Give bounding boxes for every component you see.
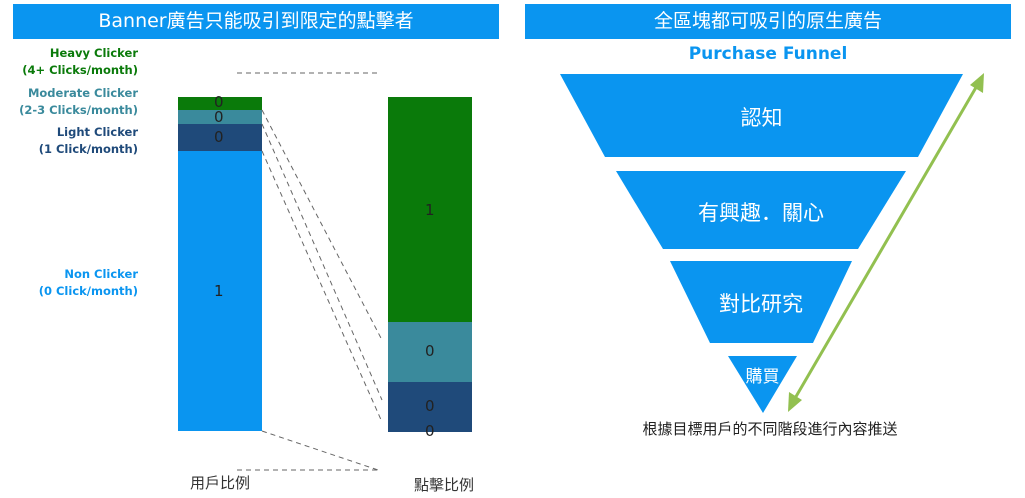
user-bar-light-value: 0 <box>214 128 224 146</box>
arrow-shaft <box>792 83 980 401</box>
arrow-head-bottom <box>788 392 802 412</box>
connector-light <box>261 123 383 401</box>
connector-moderate <box>261 109 383 341</box>
legend-non-clicker: Non Clicker (0 Click/month) <box>38 267 138 298</box>
user-bar-non-segment <box>178 151 262 431</box>
click-ratio-bar <box>388 97 472 432</box>
user-ratio-bar <box>178 97 262 431</box>
click-bar-non-value: 0 <box>425 422 435 440</box>
click-bar-moderate-value: 0 <box>425 342 435 360</box>
funnel-note: 根據目標用戶的不同階段進行內容推送 <box>642 420 898 438</box>
user-bar-heavy-value: 0 <box>214 93 224 111</box>
click-bar-heavy-value: 1 <box>425 201 435 219</box>
funnel-stage-interest <box>616 171 906 249</box>
funnel-stage-comparison-label: 對比研究 <box>719 292 803 316</box>
user-bar-moderate-value: 0 <box>214 108 224 126</box>
funnel-stage-awareness <box>560 74 963 157</box>
connector-lines <box>237 72 383 471</box>
user-bar-heavy-segment <box>178 97 262 110</box>
funnel-stage-purchase <box>728 356 797 413</box>
legend-heavy-clicker: Heavy Clicker (4+ Clicks/month) <box>22 46 138 77</box>
click-ratio-label: 點擊比例 <box>414 476 475 494</box>
click-bar-moderate-segment <box>388 322 472 382</box>
connector-non <box>261 150 383 423</box>
funnel-title: Purchase Funnel <box>688 44 848 64</box>
arrow-head-top <box>970 73 984 93</box>
click-bar-light-segment <box>388 382 472 432</box>
right-banner: 全區塊都可吸引的原生廣告 <box>525 4 1011 39</box>
purchase-funnel <box>560 74 963 413</box>
funnel-stage-interest-label: 有興趣．關心 <box>698 201 824 225</box>
funnel-arrow <box>788 73 984 412</box>
funnel-stage-comparison <box>670 261 852 343</box>
user-bar-light-segment <box>178 124 262 151</box>
connector-bottom-diag <box>261 430 379 471</box>
funnel-stage-awareness-label: 認知 <box>740 106 783 130</box>
legend-light-clicker: Light Clicker (1 Click/month) <box>38 125 138 156</box>
funnel-stage-purchase-label: 購買 <box>745 367 780 387</box>
legend-moderate-clicker: Moderate Clicker (2-3 Clicks/month) <box>19 86 138 117</box>
click-bar-heavy-segment <box>388 97 472 322</box>
user-ratio-label: 用戶比例 <box>190 474 251 492</box>
user-bar-non-value: 1 <box>214 282 224 300</box>
left-banner: Banner廣告只能吸引到限定的點擊者 <box>13 4 499 39</box>
click-bar-light-value: 0 <box>425 397 435 415</box>
user-bar-moderate-segment <box>178 110 262 124</box>
